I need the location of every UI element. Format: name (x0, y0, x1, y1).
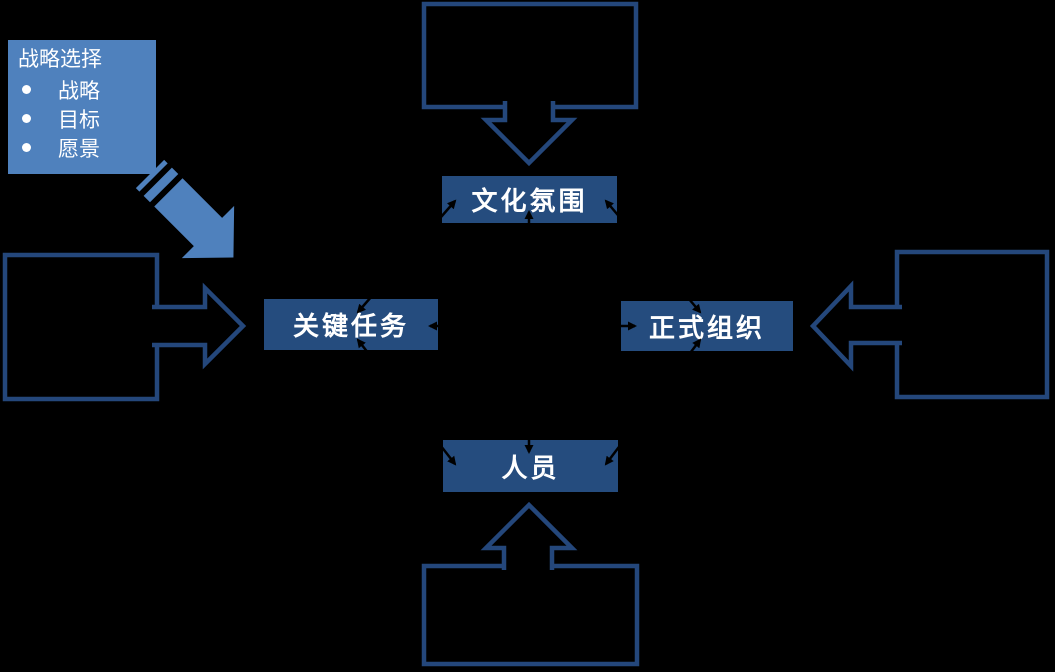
striped-diagonal-arrow-icon (135, 159, 235, 259)
strategy-list-item: 目标 (14, 104, 152, 133)
strategy-selection-box: 战略选择 战略 目标 愿景 (8, 40, 156, 174)
strategy-box-title: 战略选择 (18, 48, 102, 71)
left-hollow-arrow-icon (809, 280, 902, 372)
bottom-input-box (421, 563, 640, 667)
top-input-box (421, 1, 639, 110)
strategy-list-item: 战略 (14, 75, 152, 104)
right-input-box (894, 249, 1050, 400)
node-formal-org: 正式组织 (621, 301, 793, 351)
strategy-item-label: 愿景 (58, 137, 100, 161)
bullet-dot-icon (22, 143, 31, 152)
down-hollow-arrow-icon (480, 101, 578, 167)
node-people: 人员 (443, 440, 618, 492)
up-hollow-arrow-icon (480, 501, 578, 570)
node-culture: 文化氛围 (442, 176, 617, 223)
node-key-tasks: 关键任务 (264, 299, 438, 350)
strategy-item-label: 目标 (58, 108, 100, 132)
left-input-box (2, 252, 160, 402)
right-hollow-arrow-icon (152, 282, 247, 370)
bullet-dot-icon (22, 114, 31, 123)
bullet-dot-icon (22, 85, 31, 94)
strategy-list-item: 愿景 (14, 133, 152, 162)
strategy-item-label: 战略 (58, 79, 100, 103)
